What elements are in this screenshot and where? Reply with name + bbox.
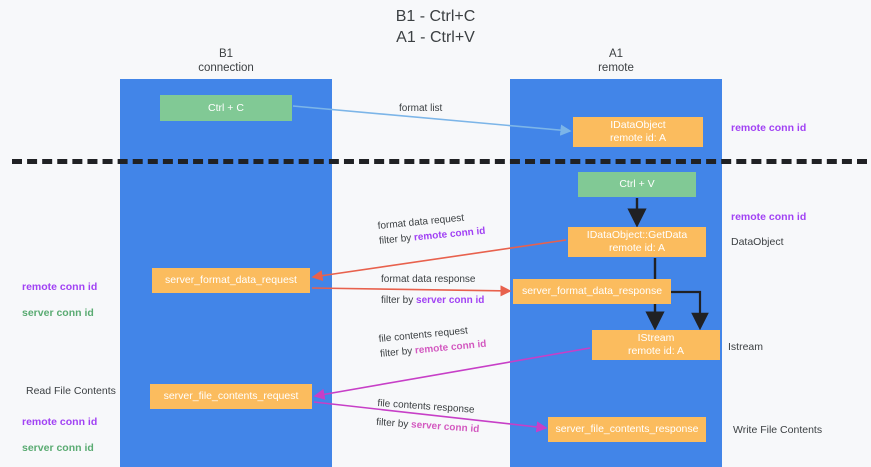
edge-label-fdresp-filter-key: server conn id xyxy=(416,295,485,306)
node-istream[interactable]: IStream remote id: A xyxy=(592,330,720,360)
edge-label-format-data-response: format data response filter by server co… xyxy=(381,272,484,308)
label-server-conn-id-left-2: server conn id xyxy=(22,442,94,454)
label-remote-conn-id-left-2: remote conn id xyxy=(22,416,98,428)
edge-label-format-list-text: format list xyxy=(399,103,443,114)
label-read-file-contents: Read File Contents xyxy=(26,385,116,397)
swimlane-header-a1: A1 remote xyxy=(598,48,634,74)
diagram-title: B1 - Ctrl+C A1 - Ctrl+V xyxy=(395,8,476,46)
node-server-file-contents-response[interactable]: server_file_contents_response xyxy=(548,417,706,442)
node-server-format-data-request[interactable]: server_format_data_request xyxy=(152,268,310,293)
edge-label-format-data-request: format data request filter by remote con… xyxy=(377,209,486,249)
label-remote-conn-id-mid: remote conn id xyxy=(731,211,807,223)
edge-label-fcresp-text: file contents response xyxy=(377,397,475,416)
label-left-conn-ids-2: remote conn id server conn id xyxy=(22,403,97,455)
edge-label-file-contents-response: file contents response filter by server … xyxy=(376,396,481,437)
node-ctrl-v[interactable]: Ctrl + V xyxy=(578,172,696,197)
node-server-format-data-response[interactable]: server_format_data_response xyxy=(513,279,671,304)
edge-label-fcresp-filter-key: server conn id xyxy=(410,419,480,436)
label-remote-conn-id-top: remote conn id xyxy=(731,122,807,134)
label-dataobject: DataObject xyxy=(731,236,784,248)
node-idataobject-getdata[interactable]: IDataObject::GetData remote id: A xyxy=(568,227,706,257)
edge-label-fdresp-text: format data response xyxy=(381,274,476,285)
label-istream: Istream xyxy=(728,341,764,353)
edge-label-file-contents-request: file contents request filter by remote c… xyxy=(378,322,487,362)
label-remote-conn-id-left-1: remote conn id xyxy=(22,281,98,293)
edge-label-format-list: format list xyxy=(399,101,442,116)
edge-label-fdreq-filter-prefix: filter by xyxy=(378,232,415,247)
node-idataobject[interactable]: IDataObject remote id: A xyxy=(573,117,703,147)
label-server-conn-id-left-1: server conn id xyxy=(22,307,94,319)
edge-label-fcresp-filter-prefix: filter by xyxy=(375,416,412,431)
label-write-file-contents: Write File Contents xyxy=(733,424,823,436)
node-server-file-contents-request[interactable]: server_file_contents_request xyxy=(150,384,312,409)
edge-label-fdresp-filter-prefix: filter by xyxy=(381,295,417,306)
phase-divider xyxy=(12,159,867,164)
label-left-conn-ids-1: remote conn id server conn id xyxy=(22,268,97,320)
swimlane-header-b1: B1 connection xyxy=(198,48,254,74)
node-ctrl-c[interactable]: Ctrl + C xyxy=(160,95,292,121)
edge-label-fcreq-filter-prefix: filter by xyxy=(379,345,416,360)
